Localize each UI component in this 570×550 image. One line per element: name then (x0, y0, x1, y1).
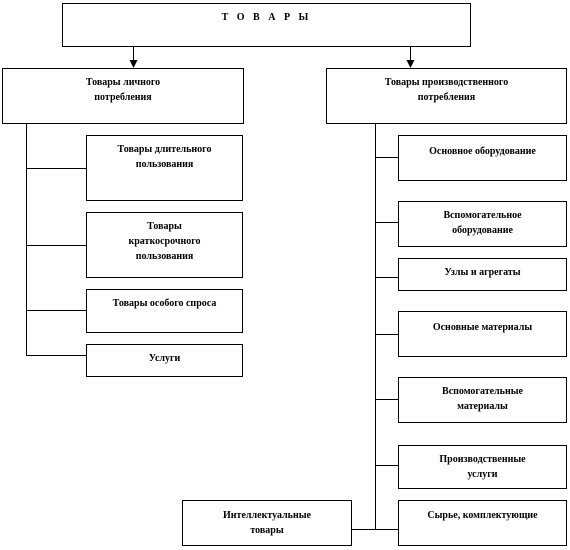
root-node-label: Т О В А Р Ы (221, 12, 312, 23)
units-and-assemblies-node: Узлы и агрегаты (398, 258, 567, 291)
short-term-goods-node: Товары краткосрочного пользования (86, 212, 243, 278)
intellectual-goods-node: Интеллектуальные товары (182, 500, 352, 546)
services-label: Услуги (148, 353, 181, 364)
production-services-label: Производственные услуги (439, 454, 526, 480)
consumer-goods-node: Товары личного потребления (2, 68, 244, 124)
auxiliary-materials-label: Вспомогательные материалы (442, 386, 523, 412)
industrial-goods-label: Товары производственного потребления (384, 77, 509, 103)
main-equipment-node: Основное оборудование (398, 135, 567, 181)
units-and-assemblies-label: Узлы и агрегаты (444, 267, 521, 278)
main-materials-node: Основные материалы (398, 311, 567, 357)
durable-goods-node: Товары длительного пользования (86, 135, 243, 201)
special-demand-goods-node: Товары особого спроса (86, 289, 243, 333)
raw-materials-label: Сырье, комплектующие (427, 510, 538, 521)
raw-materials-node: Сырье, комплектующие (398, 500, 567, 546)
short-term-goods-label: Товары краткосрочного пользования (128, 221, 201, 262)
auxiliary-materials-node: Вспомогательные материалы (398, 377, 567, 423)
special-demand-goods-label: Товары особого спроса (112, 298, 217, 309)
production-services-node: Производственные услуги (398, 445, 567, 489)
root-node-tovary: Т О В А Р Ы (62, 3, 471, 47)
consumer-goods-label: Товары личного потребления (85, 77, 161, 103)
durable-goods-label: Товары длительного пользования (117, 144, 212, 170)
auxiliary-equipment-node: Вспомогательное оборудование (398, 201, 567, 247)
main-equipment-label: Основное оборудование (429, 146, 536, 157)
services-node: Услуги (86, 344, 243, 377)
intellectual-goods-label: Интеллектуальные товары (223, 510, 311, 536)
main-materials-label: Основные материалы (432, 322, 533, 333)
industrial-goods-node: Товары производственного потребления (326, 68, 567, 124)
auxiliary-equipment-label: Вспомогательное оборудование (443, 210, 522, 236)
